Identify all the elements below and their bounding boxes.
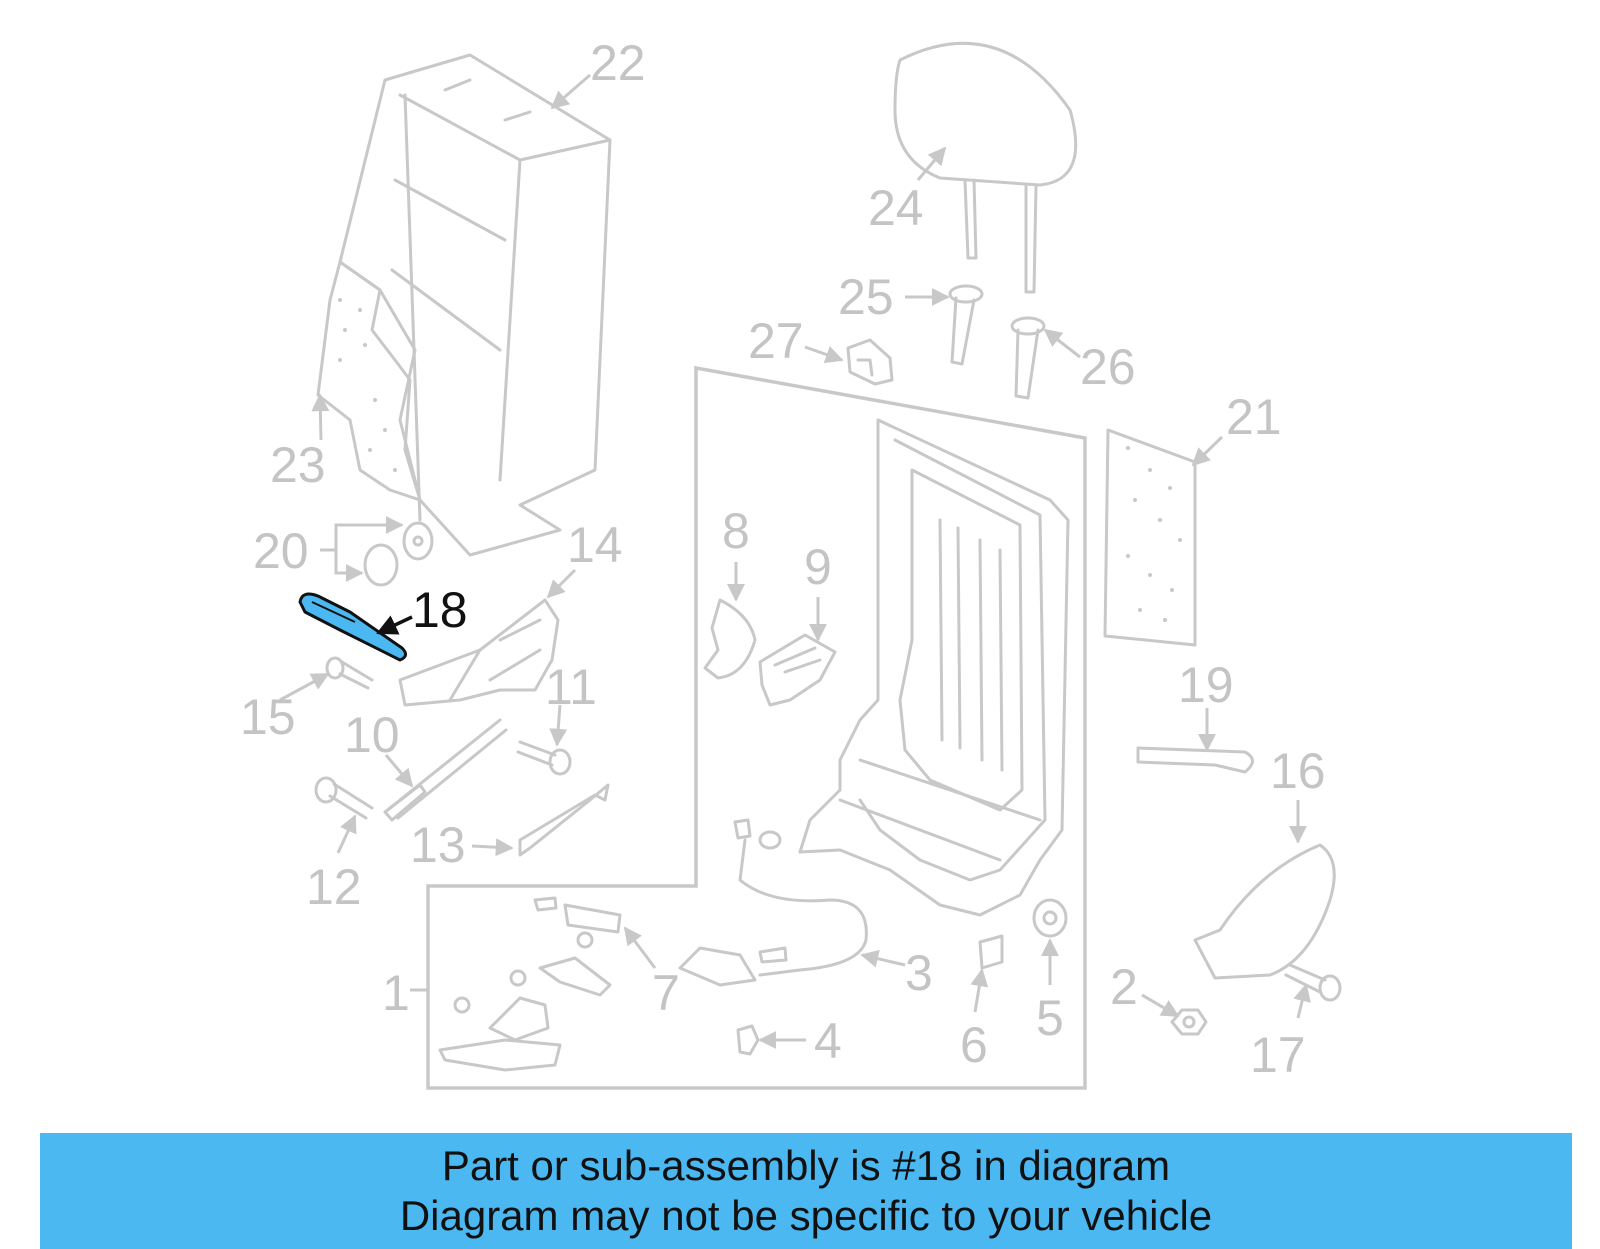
part-15-bolt [325,656,374,690]
part-27-clip [846,338,894,386]
part-22-seatback-cushion [338,53,612,557]
seat-frame [798,418,1070,917]
banner-line-2: Diagram may not be specific to your vehi… [399,1192,1213,1239]
callout-8: 8 [722,503,750,559]
part-12-bolt [314,776,374,820]
info-banner: Part or sub-assembly is #18 in diagram D… [40,1133,1572,1249]
callout-22: 22 [590,35,646,91]
callout-25: 25 [838,269,894,325]
callout-16: 16 [1270,743,1326,799]
callout-21: 21 [1226,389,1282,445]
leader-lines [279,73,1311,1049]
callout-15: 15 [240,689,296,745]
part-10-strut [383,718,508,822]
part-19-strap [1136,746,1254,774]
banner-line-1: Part or sub-assembly is #18 in diagram [441,1142,1171,1189]
part-23-seatback-panel [316,260,422,502]
part-16-side-cover [1193,843,1336,980]
callout-9: 9 [804,539,832,595]
callout-13: 13 [410,817,466,873]
part-21-back-board [1103,428,1197,647]
callout-20: 20 [253,523,309,579]
callout-10: 10 [344,707,400,763]
part-25-guide [948,284,984,366]
callout-labels: 1 2 3 4 5 6 7 8 9 10 11 12 13 14 15 16 1… [240,35,1326,1083]
part-17-bolt [1284,963,1342,1002]
callout-17: 17 [1250,1027,1306,1083]
callout-12: 12 [306,859,362,915]
assembly-small-parts [438,818,1068,1072]
callout-19: 19 [1178,657,1234,713]
callout-24: 24 [868,180,924,236]
part-26-guide [1010,316,1046,400]
callout-18[interactable]: 18 [412,582,468,638]
callout-3: 3 [905,945,933,1001]
callout-7: 7 [652,965,680,1021]
part-8-cover [703,598,757,680]
callout-4: 4 [814,1013,842,1069]
part-24-headrest [893,41,1078,294]
callout-5: 5 [1036,990,1064,1046]
callout-23: 23 [270,437,326,493]
part-2-nut [1170,1008,1208,1036]
callout-1: 1 [382,965,410,1021]
callout-2: 2 [1110,959,1138,1015]
callout-11: 11 [545,659,597,715]
part-20-washers [363,521,434,587]
part-13-bracket [518,783,610,857]
part-18-highlighted[interactable] [298,592,407,662]
part-9-knob [758,633,837,707]
part-11-bolt [516,740,572,776]
callout-6: 6 [960,1017,988,1073]
callout-26: 26 [1080,339,1136,395]
assembly-1-box [426,365,1087,1090]
callout-27: 27 [748,313,804,369]
callout-14: 14 [567,517,623,573]
part-14-recliner-cover [398,598,560,707]
